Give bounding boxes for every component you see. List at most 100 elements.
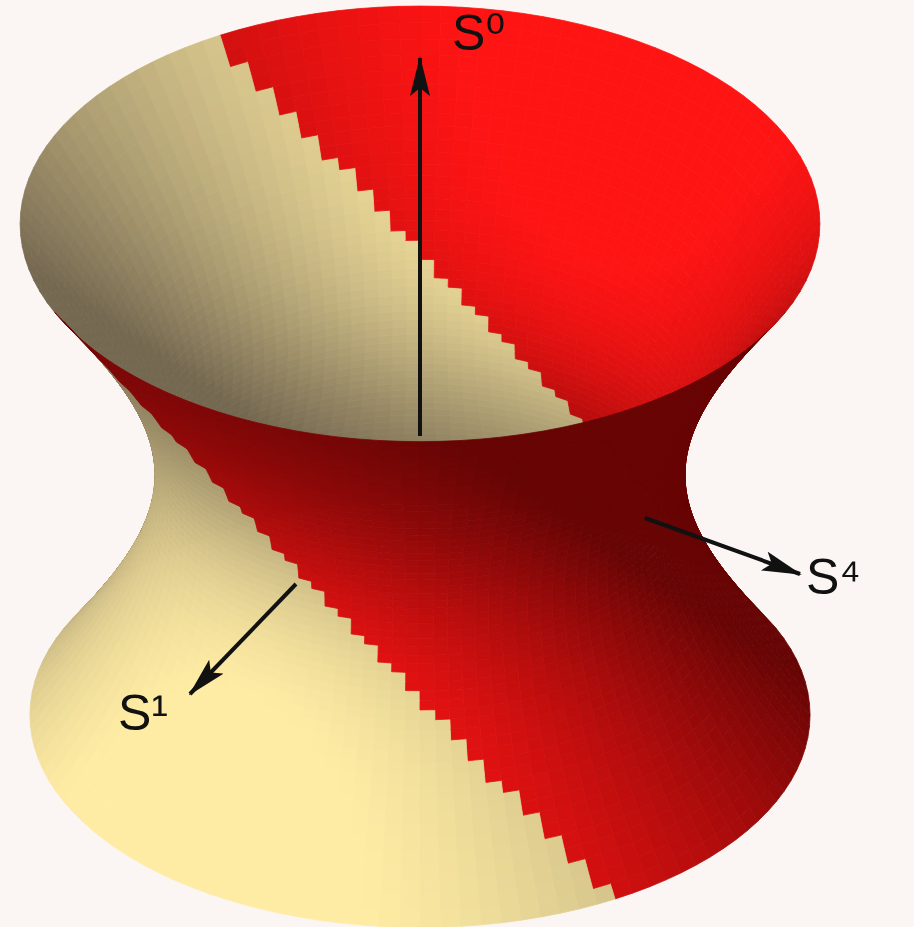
surface-facet (494, 74, 514, 91)
surface-facet (385, 113, 403, 127)
surface-facet (512, 77, 532, 94)
surface-facet (467, 178, 484, 191)
surface-facet (435, 210, 451, 221)
surface-facet (420, 164, 436, 176)
surface-facet (420, 259, 434, 268)
surface-facet (405, 209, 420, 220)
surface-facet (435, 403, 450, 410)
surface-facet (402, 113, 420, 127)
surface-facet (420, 187, 436, 198)
surface-facet (420, 70, 439, 85)
surface-facet (436, 188, 452, 200)
surface-facet (379, 328, 393, 337)
surface-facet (405, 396, 420, 403)
surface-facet (448, 320, 462, 329)
surface-facet (434, 356, 448, 364)
surface-facet (357, 189, 373, 202)
surface-facet (420, 220, 435, 230)
surface-facet (400, 23, 420, 39)
surface-facet (390, 230, 405, 241)
surface-facet (474, 87, 493, 103)
surface-facet (322, 43, 343, 61)
surface-facet (389, 210, 405, 221)
surface-facet (375, 231, 390, 242)
surface-facet (378, 320, 392, 329)
surface-facet (420, 269, 434, 278)
surface-facet (360, 222, 375, 234)
surface-facet (405, 250, 420, 260)
surface-facet (448, 312, 462, 321)
surface-facet (420, 240, 435, 250)
surface-facet (437, 126, 455, 140)
surface-facet (472, 115, 491, 130)
surface-facet (374, 210, 390, 222)
surface-facet (367, 114, 385, 129)
surface-facet (376, 251, 391, 261)
surface-facet (420, 139, 437, 152)
surface-facet (420, 209, 435, 220)
surface-facet (287, 65, 308, 83)
surface-facet (420, 230, 435, 240)
surface-facet (387, 152, 404, 165)
surface-facet (402, 99, 420, 113)
surface-facet (337, 9, 359, 28)
surface-facet (435, 409, 450, 416)
surface-facet (403, 126, 420, 139)
surface-facet (435, 415, 451, 422)
surface-facet (375, 221, 390, 232)
surface-facet (351, 128, 369, 143)
surface-facet (436, 164, 453, 177)
surface-facet (326, 74, 346, 91)
surface-facet (434, 349, 448, 357)
surface-facet (392, 311, 406, 320)
surface-facet (392, 335, 406, 343)
surface-facet (324, 59, 345, 77)
surface-facet (436, 176, 452, 188)
surface-facet (392, 349, 406, 357)
surface-facet (420, 6, 441, 23)
surface-facet (434, 390, 449, 397)
surface-facet (451, 199, 467, 211)
surface-facet (404, 421, 420, 427)
surface-facet (463, 252, 478, 263)
surface-facet (420, 176, 436, 188)
surface-facet (359, 211, 375, 223)
surface-facet (328, 89, 348, 105)
surface-facet (378, 278, 392, 288)
surface-facet (349, 115, 368, 130)
surface-facet (392, 295, 406, 304)
surface-facet (448, 269, 462, 279)
surface-facet (319, 27, 341, 46)
surface-facet (406, 303, 420, 311)
surface-facet (378, 287, 392, 297)
surface-facet (488, 130, 506, 145)
surface-facet (436, 152, 453, 165)
surface-facet (405, 409, 420, 415)
surface-facet (406, 278, 420, 287)
surface-facet (434, 363, 448, 370)
surface-facet (420, 199, 436, 210)
surface-facet (406, 286, 420, 295)
surface-facet (448, 328, 462, 337)
surface-facet (468, 166, 485, 179)
surface-facet (420, 113, 438, 127)
surface-facet (405, 220, 420, 230)
surface-facet (404, 176, 420, 188)
surface-facet (405, 240, 420, 250)
surface-facet (434, 295, 448, 304)
surface-facet (437, 113, 455, 127)
surface-facet (401, 55, 420, 70)
surface-facet (436, 427, 452, 434)
surface-facet (379, 23, 400, 40)
surface-facet (420, 23, 440, 39)
surface-facet (453, 153, 470, 166)
surface-facet (381, 55, 401, 71)
surface-facet (377, 269, 391, 279)
surface-facet (420, 342, 434, 349)
surface-facet (406, 383, 420, 390)
surface-facet (453, 140, 471, 154)
surface-facet (457, 71, 477, 87)
surface-facet (389, 421, 405, 428)
surface-facet (448, 287, 462, 297)
